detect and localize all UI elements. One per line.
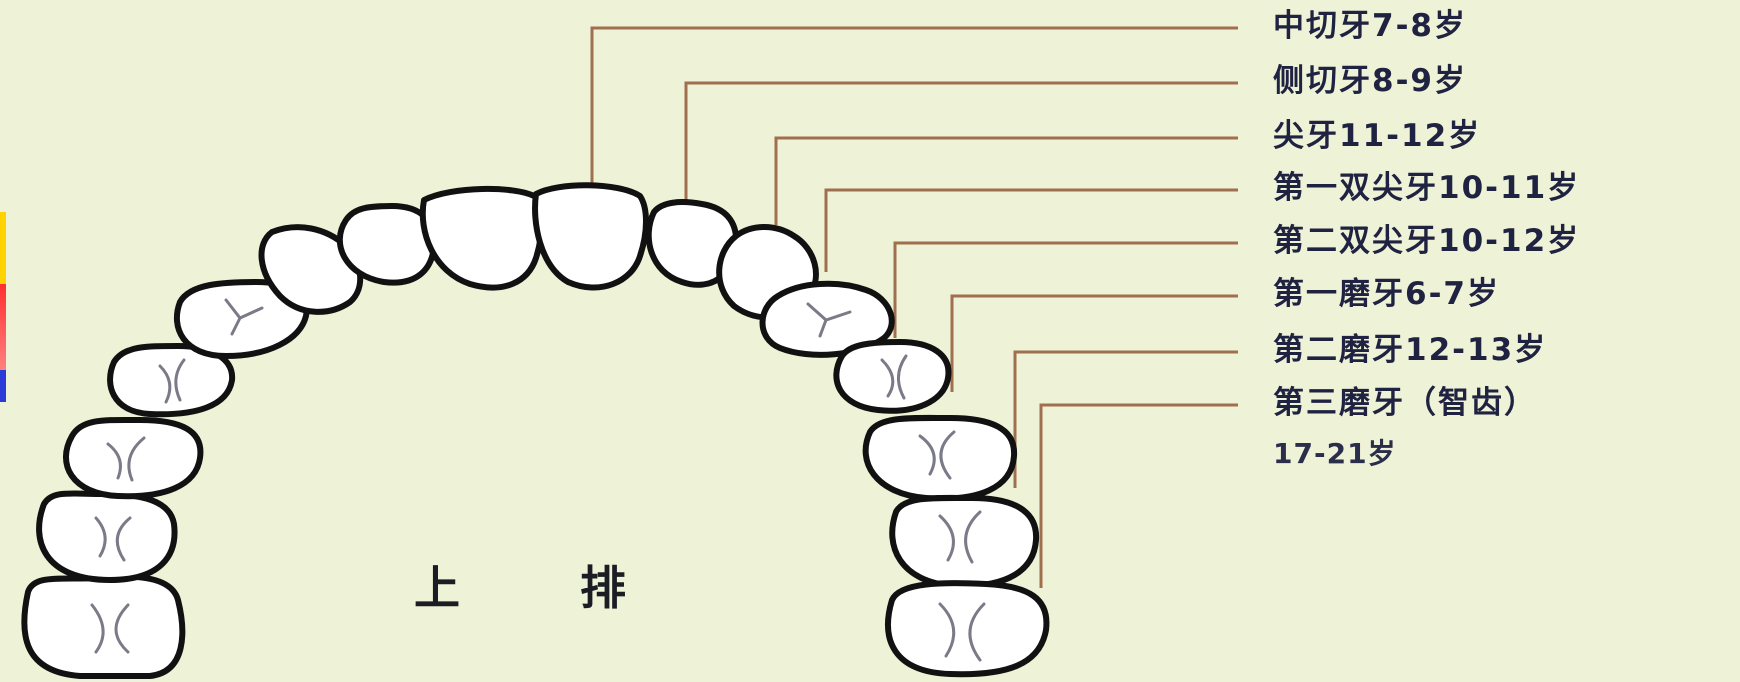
label-canine: 尖牙11-12岁 bbox=[1273, 116, 1481, 156]
leader-third-molar bbox=[1041, 405, 1238, 588]
label-second-molar: 第二磨牙12-13岁 bbox=[1273, 330, 1547, 370]
label-third-molar-age: 17-21岁 bbox=[1273, 436, 1397, 472]
tooth-left-central-incisor bbox=[423, 189, 542, 288]
label-first-molar: 第一磨牙6-7岁 bbox=[1273, 274, 1500, 314]
leader-lateral-incisor bbox=[686, 83, 1238, 205]
upper-teeth bbox=[24, 185, 1046, 676]
leader-central-incisor bbox=[592, 28, 1238, 185]
tooth-left-second-molar bbox=[39, 493, 174, 580]
arch-title-right: 排 bbox=[580, 560, 626, 616]
leader-canine bbox=[776, 138, 1238, 225]
label-lateral-incisor: 侧切牙8-9岁 bbox=[1273, 61, 1467, 101]
tooth-left-first-molar bbox=[66, 420, 200, 496]
leader-first-molar bbox=[952, 296, 1238, 392]
leader-second-molar bbox=[1015, 352, 1238, 488]
label-third-molar: 第三磨牙（智齿） bbox=[1273, 383, 1537, 423]
label-second-premolar: 第二双尖牙10-12岁 bbox=[1273, 221, 1580, 261]
tooth-right-central-incisor bbox=[535, 185, 646, 287]
arch-title-left: 上 bbox=[414, 560, 460, 616]
leader-first-premolar bbox=[826, 190, 1238, 272]
label-central-incisor: 中切牙7-8岁 bbox=[1273, 6, 1467, 46]
leader-second-premolar bbox=[895, 243, 1238, 338]
tooth-right-third-molar bbox=[888, 583, 1046, 674]
label-first-premolar: 第一双尖牙10-11岁 bbox=[1273, 168, 1580, 208]
